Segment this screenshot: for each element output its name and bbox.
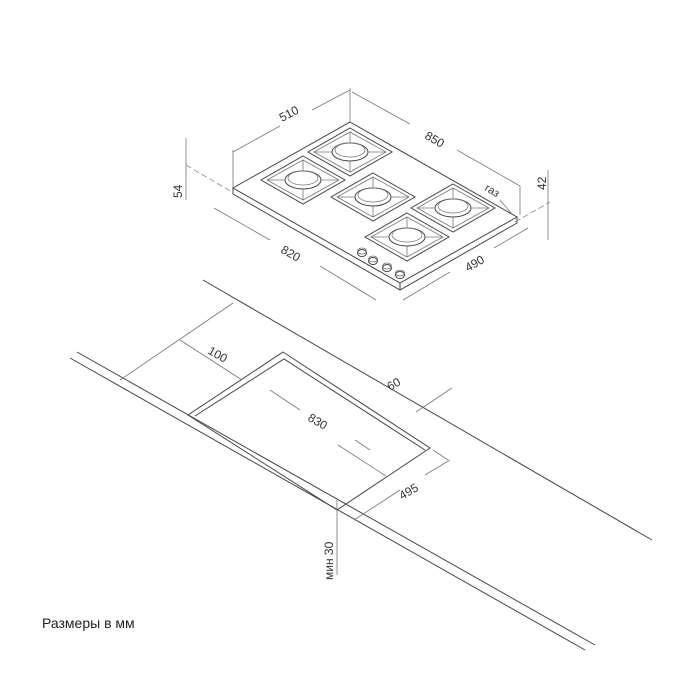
caption: Размеры в мм [42,615,135,631]
cutout-inner [194,358,426,451]
dim-54: 54 [171,184,185,198]
burner [306,127,394,177]
burner-grates [259,127,497,262]
burner [363,212,451,262]
dim-510: 510 [277,103,302,125]
control-knobs [357,247,405,279]
dim-100: 100 [206,343,231,365]
burner [259,155,347,205]
dim-495: 495 [397,480,422,502]
dim-830: 830 [306,410,331,432]
knob [382,262,392,272]
dim-820: 820 [279,242,304,264]
dim-60: 60 [385,375,404,394]
burner [409,183,497,233]
dim-490: 490 [463,252,488,274]
hob [231,121,519,291]
dim-42: 42 [535,176,549,190]
knob [357,247,367,257]
dim-min-30: мин 30 [322,541,336,580]
knob [368,255,378,265]
countertop [69,279,653,651]
gas-label: газ [483,182,502,200]
knob [395,269,405,279]
hob-dimension-lines [185,88,551,301]
dim-850: 850 [423,128,448,150]
burner [329,172,417,222]
